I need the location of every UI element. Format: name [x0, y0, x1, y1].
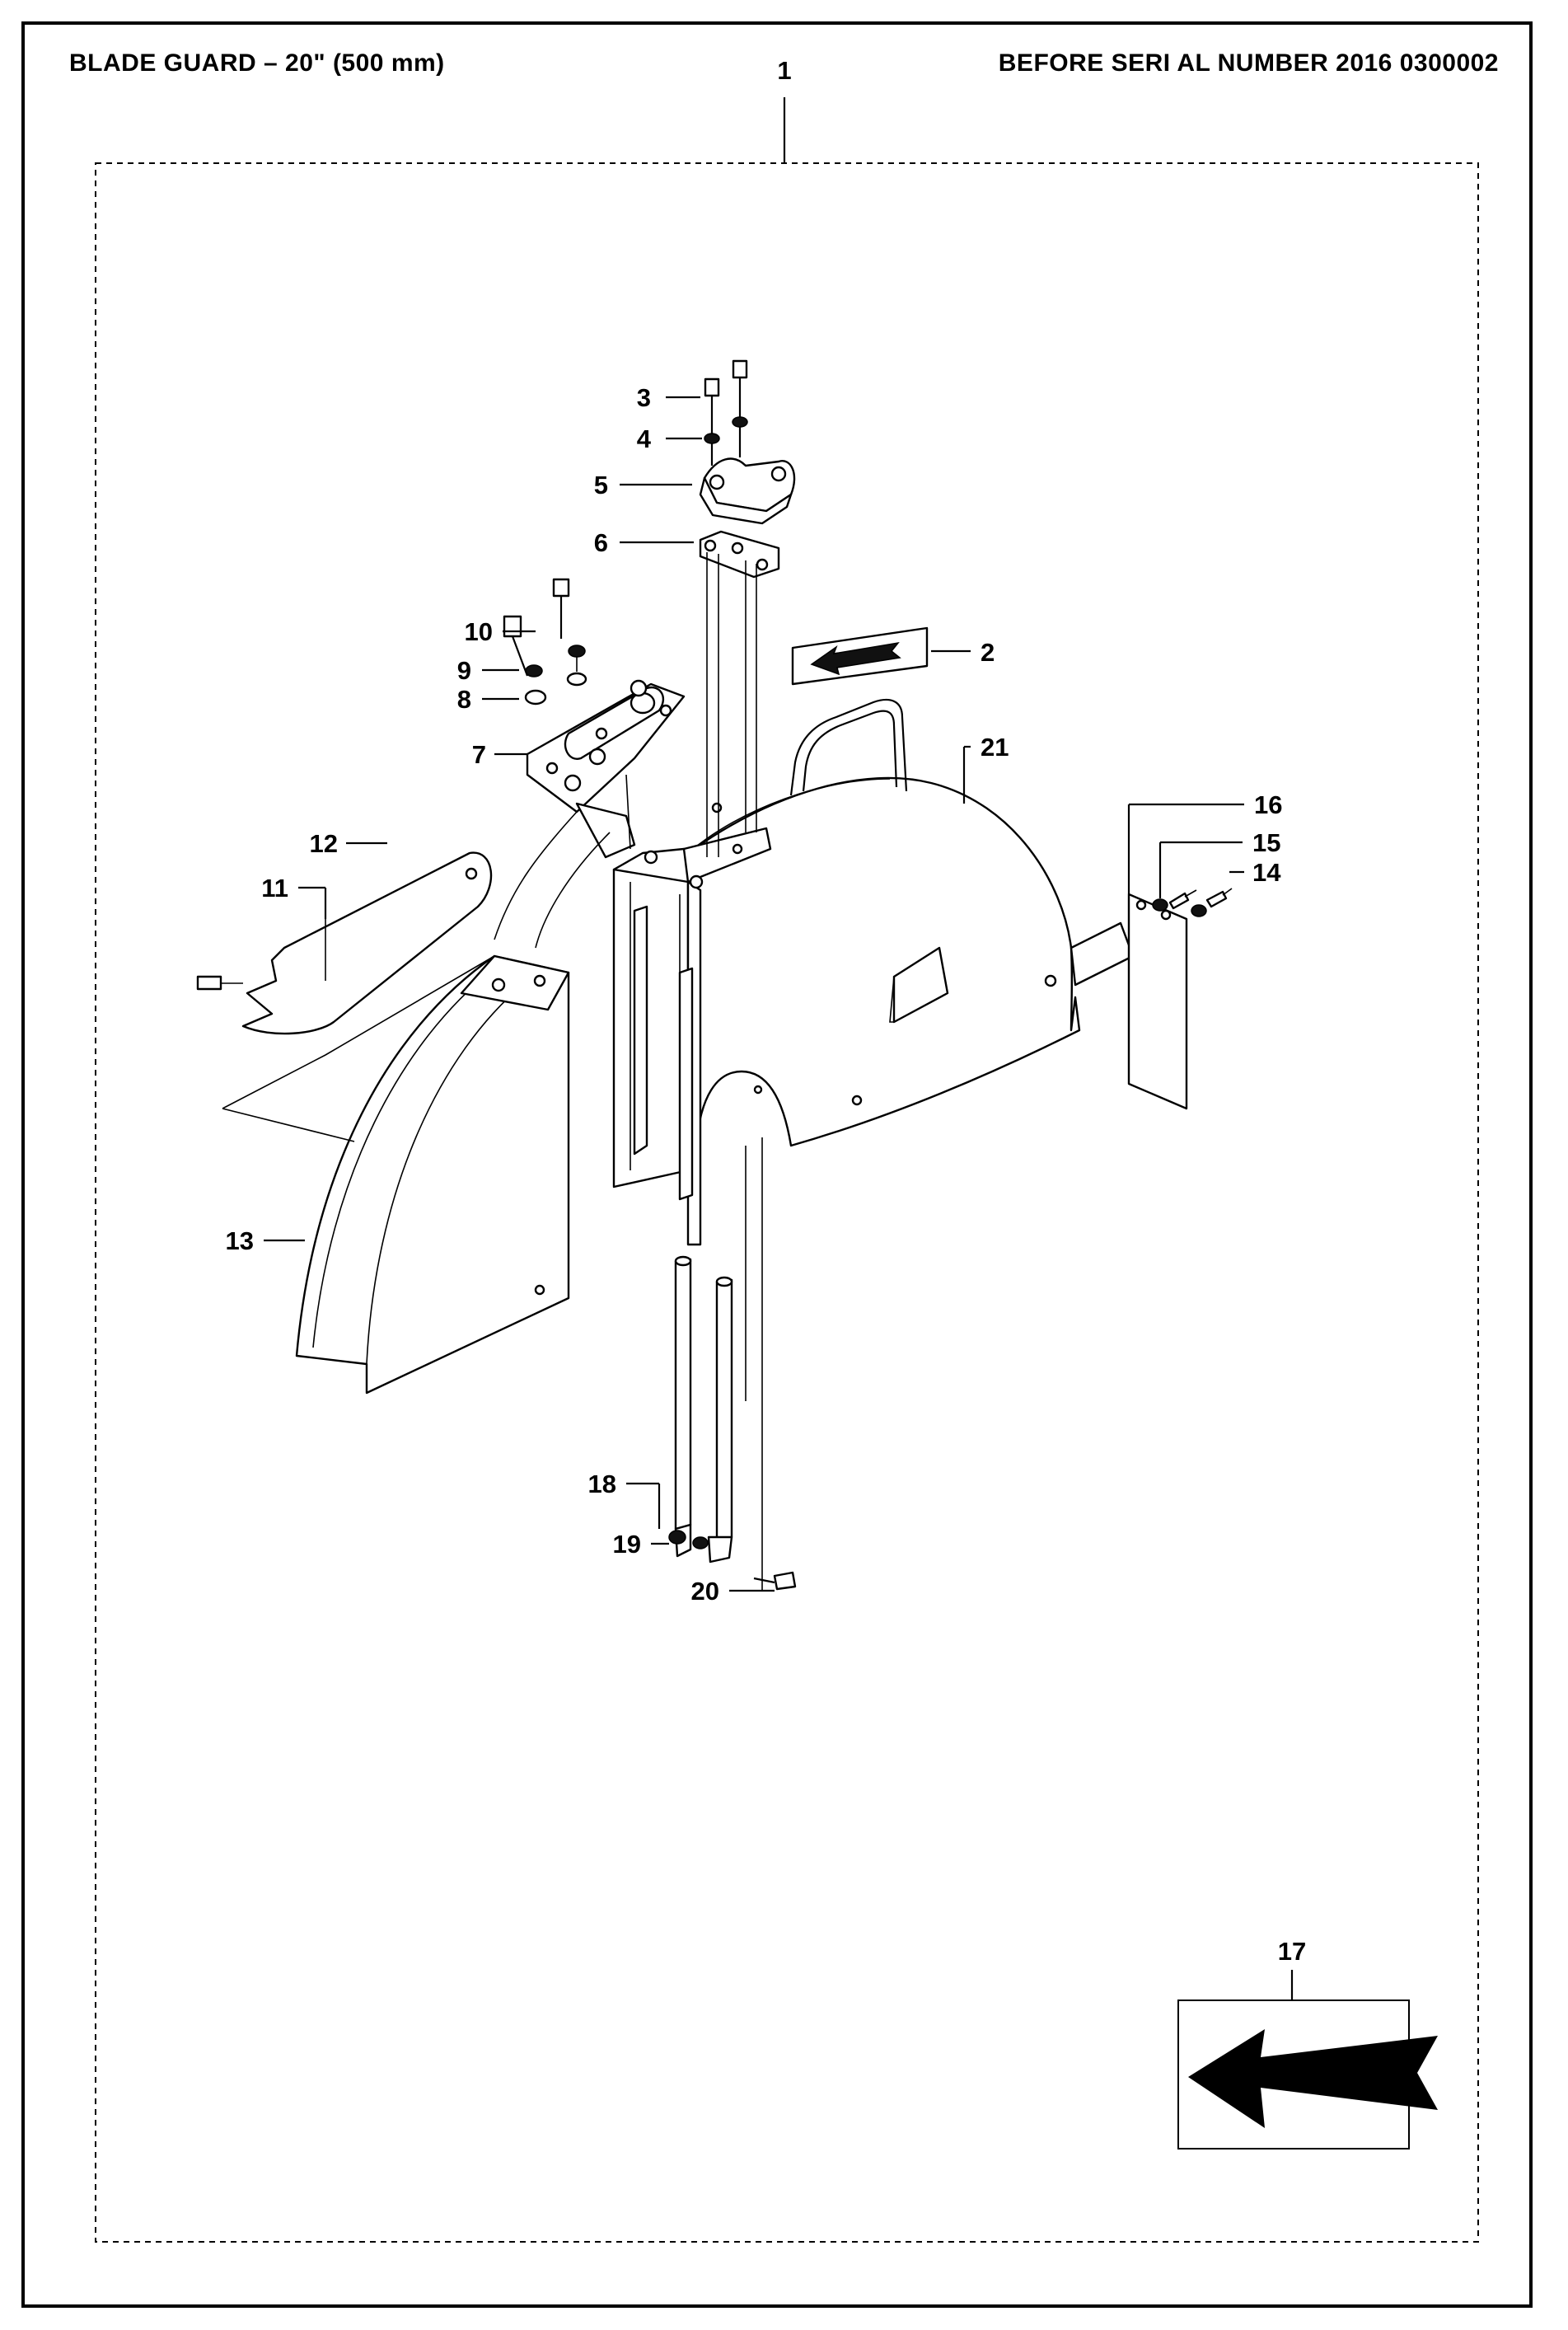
- callout-8: 8: [457, 685, 471, 714]
- callout-20: 20: [691, 1577, 719, 1606]
- callout-15: 15: [1252, 828, 1280, 857]
- callout-21: 21: [981, 733, 1009, 762]
- callout-10: 10: [465, 617, 493, 646]
- callout-1: 1: [777, 56, 791, 85]
- part-5-6-top-clamp: [699, 359, 796, 857]
- callout-17: 17: [1278, 1937, 1306, 1966]
- center-channel: [612, 802, 772, 1246]
- callout-14: 14: [1252, 858, 1281, 887]
- callout-2: 2: [981, 638, 995, 667]
- page-frame: [21, 21, 1533, 2308]
- callout-16: 16: [1254, 790, 1282, 819]
- callout-19: 19: [613, 1530, 641, 1559]
- part-7-hinge-bracket: [494, 679, 686, 949]
- callout-9: 9: [457, 656, 471, 685]
- part-18-lower-rods: [668, 1137, 797, 1591]
- part-13-front-guard: [222, 954, 570, 1395]
- callout-3: 3: [637, 383, 651, 412]
- part-17-arrow-decal: [1177, 1999, 1438, 2150]
- assembly-boundary: [95, 162, 1479, 2243]
- part-2-direction-label: [791, 626, 929, 686]
- callout-12: 12: [310, 829, 338, 858]
- diagram-title: BLADE GUARD – 20" (500 mm): [69, 49, 445, 77]
- part-21-main-guard: [682, 698, 1135, 1172]
- part-8-10-hardware: [503, 578, 587, 706]
- part-11-splash-plate: [196, 851, 493, 1035]
- callout-5: 5: [594, 471, 608, 499]
- callout-7: 7: [472, 740, 486, 769]
- callout-4: 4: [637, 424, 652, 453]
- callout-18: 18: [588, 1470, 616, 1498]
- callout-leaders: [264, 396, 1294, 2000]
- callout-6: 6: [594, 528, 608, 557]
- callout-13: 13: [226, 1226, 254, 1255]
- part-16-side-plate: [1127, 888, 1233, 1110]
- callout-11: 11: [261, 874, 288, 902]
- serial-number-note: BEFORE SERI AL NUMBER 2016 0300002: [998, 49, 1499, 77]
